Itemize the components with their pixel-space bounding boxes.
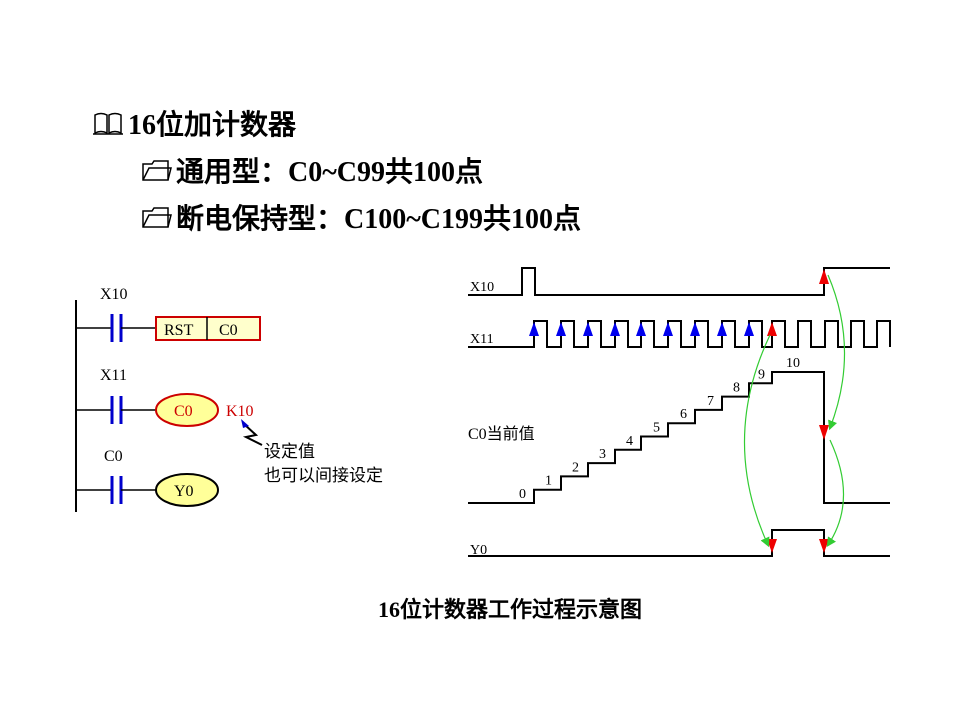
rst-label: RST [164,322,194,339]
bullet-general: 通用型：C0~C99共100点 [140,150,483,190]
arrow-x10-to-c0-reset [827,274,846,431]
y0-rising-edge-marker [767,539,777,553]
c0-reset-marker-top [819,425,829,440]
note-line2: 也可以间接设定 [264,466,383,486]
x11-rising-edge-marker [690,322,700,336]
x11-rising-edge-marker [744,322,754,336]
c0-count-label: 1 [545,474,552,489]
folder-icon [142,160,172,181]
ladder-diagram: X10 RST C0 X11 C0 K10 设定值 也可以间接设定 [75,286,383,512]
timing-diagram: X10 X11 C0当前值 0 1 2 3 4 5 6 7 8 9 10 Y0 [468,267,891,558]
x11-contact [110,396,123,424]
x11-edge-markers [529,322,777,336]
c0-count-label: 9 [758,367,765,382]
y0-waveform [468,529,890,557]
x11-rising-edge-marker [583,322,593,336]
c0-count-label: 10 [786,356,800,371]
x11-rising-edge-marker [663,322,673,336]
x11-rising-edge-marker [556,322,566,336]
note-line1: 设定值 [264,442,315,462]
c0-contact [110,476,123,504]
heading-text: 16位加计数器 [128,110,297,141]
c0-contact-label: C0 [104,448,123,465]
x11-signal-label: X11 [470,332,494,347]
x11-waveform [468,320,891,348]
y0-falling-edge-marker [819,539,829,553]
arrow-c0-reset-to-y0 [826,439,845,547]
output-coil: Y0 [155,473,219,507]
c0-count-label: 0 [519,487,526,502]
book-icon [93,112,123,135]
rst-target-label: C0 [219,322,238,339]
c0-count-labels: 0 1 2 3 4 5 6 7 8 9 10 [519,356,800,502]
c0-count-label: 5 [653,421,660,436]
c0-count-label: 3 [599,447,606,462]
c0-value-label: C0当前值 [468,425,535,443]
x11-rising-edge-marker [717,322,727,336]
c0-count-label: 2 [572,460,579,475]
x10-signal-label: X10 [470,280,494,295]
x11-contact-label: X11 [100,367,127,384]
bullet-heading: 16位加计数器 [92,103,296,143]
x10-rising-edge-marker [819,269,829,284]
diagram-caption: 16位计数器工作过程示意图 [377,597,642,622]
general-counter-text: 通用型：C0~C99共100点 [176,157,484,188]
retentive-counter-text: 断电保持型：C100~C199共100点 [176,204,582,235]
arrow-count10-to-y0 [743,334,771,548]
c0-count-label: 6 [680,407,687,422]
x10-contact-label: X10 [100,286,128,303]
c0-count-label: 7 [707,394,714,409]
x11-rising-edge-marker [636,322,646,336]
c0-count-label: 4 [626,434,633,449]
bullet-retentive: 断电保持型：C100~C199共100点 [140,197,581,237]
c0-count-label: 8 [733,381,740,396]
x11-rising-edge-marker [610,322,620,336]
counter-coil: C0 [155,393,219,427]
x11-count10-edge-marker [767,322,777,336]
folder-icon [142,207,172,228]
rst-instruction-box: RST C0 [155,316,261,341]
y0-signal-label: Y0 [470,543,487,558]
x10-contact [110,314,123,342]
counter-coil-label: C0 [174,403,193,420]
output-coil-label: Y0 [174,483,194,500]
c0-count-waveform [468,371,890,504]
x11-rising-edge-marker [529,322,539,336]
lightning-arrow [242,423,263,446]
setpoint-label: K10 [226,403,254,420]
